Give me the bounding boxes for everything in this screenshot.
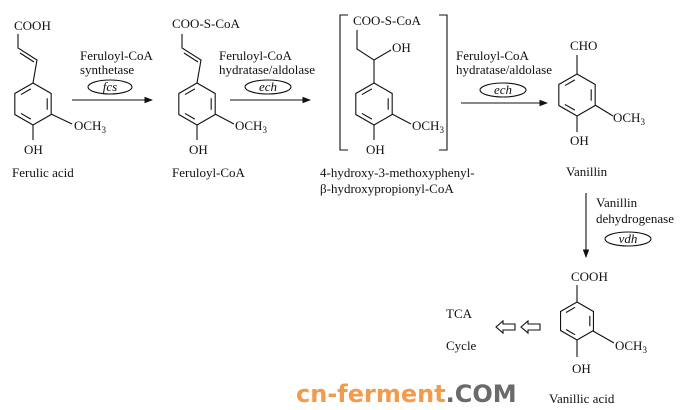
benzene-ring	[558, 73, 596, 117]
hydroxy-label: OH	[366, 142, 385, 157]
gene-label: ech	[259, 79, 277, 94]
enzyme-name: Feruloyl-CoA	[219, 48, 293, 63]
gene-ellipse	[87, 79, 133, 95]
enzyme-name-line2: hydratase/aldolase	[456, 62, 552, 77]
gene-label: ech	[494, 82, 512, 97]
double-bond	[183, 52, 199, 63]
ring-double-bond	[565, 329, 576, 336]
ring-outline	[559, 301, 595, 341]
ring-double-bond	[361, 88, 373, 96]
compound-vanillic-acid: COOH OCH3 OH Vanillic acid	[549, 269, 647, 406]
gene-ellipse	[244, 79, 292, 95]
gene-label: fcs	[103, 79, 117, 94]
ring-double-bond	[361, 112, 373, 120]
compound-name: 4-hydroxy-3-methoxyphenyl-	[320, 165, 475, 180]
benzene-ring	[178, 82, 216, 126]
compound-feruloyl-coa: COO-S-CoA OCH3 OH Feruloyl-CoA	[172, 16, 267, 180]
group-label: COO-S-CoA	[172, 16, 241, 31]
compound-name: Vanillin	[566, 164, 608, 179]
enzyme-name-line2: hydratase/aldolase	[219, 62, 315, 77]
methoxy-label: OCH3	[613, 110, 645, 127]
tca-cycle: TCA Cycle	[446, 306, 541, 353]
gene-label: vdh	[619, 231, 638, 246]
group-label: COOH	[14, 18, 51, 33]
enzyme-name-line2: dehydrogenase	[596, 211, 674, 226]
watermark-domain: .COM	[446, 380, 517, 408]
hydroxy-label: OH	[24, 142, 43, 157]
benzene-ring	[14, 82, 52, 126]
ring-double-bond	[565, 306, 576, 313]
compound-name: Ferulic acid	[12, 165, 74, 180]
double-bond	[19, 52, 35, 63]
enzyme-name: Vanillin	[596, 195, 638, 210]
enzyme-name-line2: synthetase	[80, 62, 134, 77]
group-label: COO-S-CoA	[353, 13, 422, 28]
group-label: COOH	[571, 269, 608, 284]
side-chain	[356, 30, 375, 83]
methoxy-bond	[214, 113, 235, 125]
reaction-step-fcs: Feruloyl-CoA synthetase fcs	[72, 48, 154, 104]
benzene-ring	[355, 82, 393, 126]
methoxy-bond	[391, 113, 412, 125]
methoxy-bond	[50, 113, 73, 125]
watermark-brand: cn-ferment	[296, 380, 446, 408]
ring-double-bond	[184, 112, 196, 120]
left-bracket	[339, 14, 348, 151]
methoxy-label: OCH3	[412, 118, 444, 135]
cycle-label: Cycle	[446, 338, 477, 353]
ring-double-bond	[20, 112, 32, 120]
watermark-text: cn-ferment.COM	[296, 380, 517, 408]
ring-double-bond	[564, 79, 576, 87]
compound-intermediate: COO-S-CoA OH OCH3 OH 4-hydroxy-3-methoxy…	[320, 13, 475, 196]
watermark: cn-ferment.COM	[296, 380, 517, 408]
side-hydroxy-bond	[373, 49, 392, 61]
hydroxy-label: OH	[189, 142, 208, 157]
enzyme-name: Feruloyl-CoA	[80, 48, 154, 63]
gene-ellipse	[604, 231, 652, 247]
hydroxy-label: OH	[572, 361, 591, 376]
ring-double-bond	[20, 88, 32, 96]
methoxy-label: OCH3	[74, 118, 106, 135]
side-chain	[17, 34, 38, 84]
methoxy-label: OCH3	[235, 118, 267, 135]
compound-ferulic-acid: COOH OCH3 OH Ferulic acid	[12, 18, 106, 180]
benzene-ring	[559, 301, 595, 341]
methoxy-bond	[592, 330, 615, 344]
methoxy-bond	[594, 104, 614, 117]
open-arrow-icon	[495, 319, 516, 335]
open-arrow-icon	[520, 319, 541, 335]
methoxy-label: OCH3	[615, 338, 647, 355]
side-hydroxy-label: OH	[392, 40, 411, 55]
ring-double-bond	[564, 103, 576, 111]
reaction-step-ech-2: Feruloyl-CoA hydratase/aldolase ech	[456, 48, 552, 107]
ring-outline	[178, 82, 216, 126]
reaction-step-vdh: Vanillin dehydrogenase vdh	[582, 193, 674, 259]
enzyme-name: Feruloyl-CoA	[456, 48, 530, 63]
ring-outline	[14, 82, 52, 126]
gene-ellipse	[479, 82, 527, 98]
ring-outline	[558, 73, 596, 117]
ring-double-bond	[184, 88, 196, 96]
compound-name: Feruloyl-CoA	[172, 165, 246, 180]
ring-outline	[355, 82, 393, 126]
right-bracket	[439, 14, 448, 151]
side-chain	[181, 34, 202, 84]
tca-label: TCA	[446, 306, 473, 321]
hydroxy-label: OH	[570, 133, 589, 148]
compound-name-line2: β-hydroxypropionyl-CoA	[320, 181, 454, 196]
compound-name: Vanillic acid	[549, 391, 615, 406]
group-label: CHO	[570, 38, 597, 53]
compound-vanillin: CHO OCH3 OH Vanillin	[558, 38, 645, 179]
reaction-step-ech-1: Feruloyl-CoA hydratase/aldolase ech	[219, 48, 315, 104]
